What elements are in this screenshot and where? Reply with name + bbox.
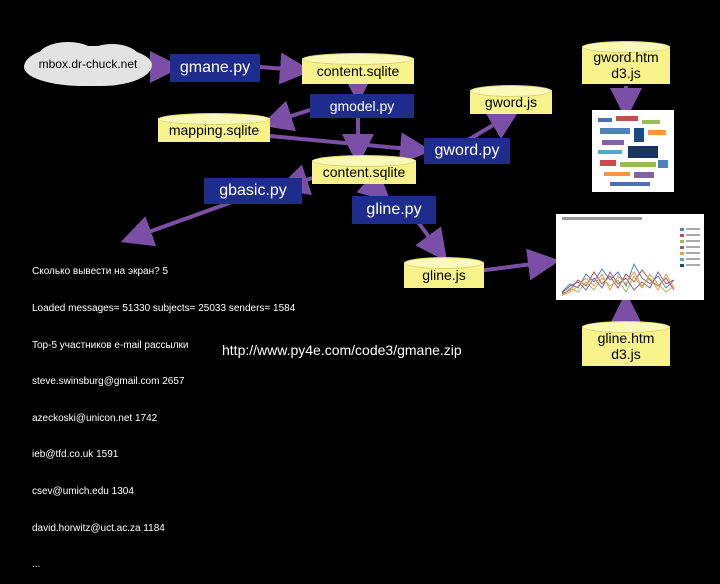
content-sqlite-top-label: content.sqlite bbox=[316, 63, 400, 79]
console-line: david.horwitz@uct.ac.za 1184 bbox=[32, 522, 165, 534]
gword-js-db: gword.js bbox=[470, 85, 552, 114]
arrow-mapping-to-gword bbox=[269, 132, 432, 165]
gword-htm-db: gword.htm d3.js bbox=[582, 41, 670, 84]
gmane-py-label: gmane.py bbox=[179, 59, 251, 76]
console-line: Loaded messages= 51330 subjects= 25033 s… bbox=[32, 303, 296, 315]
arrow-gmane-to-content bbox=[259, 52, 312, 85]
gline-d3-label: d3.js bbox=[611, 346, 641, 362]
mapping-sqlite-label: mapping.sqlite bbox=[168, 122, 260, 138]
gbasic-py-label: gbasic.py bbox=[219, 182, 287, 199]
console-line: Сколько вывести на экран? 5 bbox=[32, 266, 169, 278]
gword-htm-label: gword.htm bbox=[593, 49, 659, 65]
content-sqlite-mid: content.sqlite bbox=[312, 155, 416, 184]
gmane-py-box: gmane.py bbox=[170, 54, 260, 82]
line-chart-graphic bbox=[561, 217, 700, 297]
content-sqlite-mid-label: content.sqlite bbox=[322, 164, 406, 180]
gword-d3-label: d3.js bbox=[611, 65, 641, 81]
arrow-content-to-gline bbox=[356, 168, 391, 203]
console-line: ... bbox=[32, 559, 41, 571]
gline-js-label: gline.js bbox=[422, 267, 466, 283]
console-line: csev@umich.edu 1304 bbox=[32, 486, 134, 498]
arrow-gline-to-glinejs bbox=[415, 220, 448, 262]
mbox-cloud: mbox.dr-chuck.net bbox=[24, 42, 152, 88]
word-cloud-graphic bbox=[598, 116, 668, 186]
gword-js-label: gword.js bbox=[484, 94, 538, 110]
gline-py-label: gline.py bbox=[366, 201, 422, 218]
gbasic-py-box: gbasic.py bbox=[204, 178, 302, 204]
mbox-label: mbox.dr-chuck.net bbox=[38, 57, 138, 71]
line-chart-image bbox=[556, 214, 704, 300]
arrow-gbasic-to-console bbox=[120, 200, 233, 247]
word-cloud-image bbox=[592, 110, 674, 192]
gline-htm-db: gline.htm d3.js bbox=[582, 321, 670, 366]
arrow-gword-to-gwordjs bbox=[466, 108, 521, 142]
gmodel-py-label: gmodel.py bbox=[329, 98, 395, 114]
console-line: steve.swinsburg@gmail.com 2657 bbox=[32, 376, 185, 388]
cloud-puff bbox=[84, 44, 140, 74]
content-sqlite-top: content.sqlite bbox=[302, 53, 414, 84]
gline-htm-label: gline.htm bbox=[597, 330, 655, 346]
console-line: ieb@tfd.co.uk 1591 bbox=[32, 449, 119, 461]
download-url[interactable]: http://www.py4e.com/code3/gmane.zip bbox=[222, 342, 462, 358]
gline-py-box: gline.py bbox=[352, 196, 436, 224]
console-output: Сколько вывести на экран? 5 Loaded messa… bbox=[32, 242, 332, 584]
arrow-gmodel-to-mapping bbox=[260, 100, 311, 132]
gline-js-db: gline.js bbox=[404, 257, 484, 288]
gmodel-py-box: gmodel.py bbox=[310, 94, 414, 118]
mapping-sqlite-db: mapping.sqlite bbox=[158, 113, 270, 142]
gword-py-box: gword.py bbox=[424, 138, 510, 164]
gword-py-label: gword.py bbox=[434, 142, 500, 159]
console-line: Top-5 участников e-mail рассылки bbox=[32, 339, 189, 351]
console-line: azeckoski@unicon.net 1742 bbox=[32, 412, 158, 424]
